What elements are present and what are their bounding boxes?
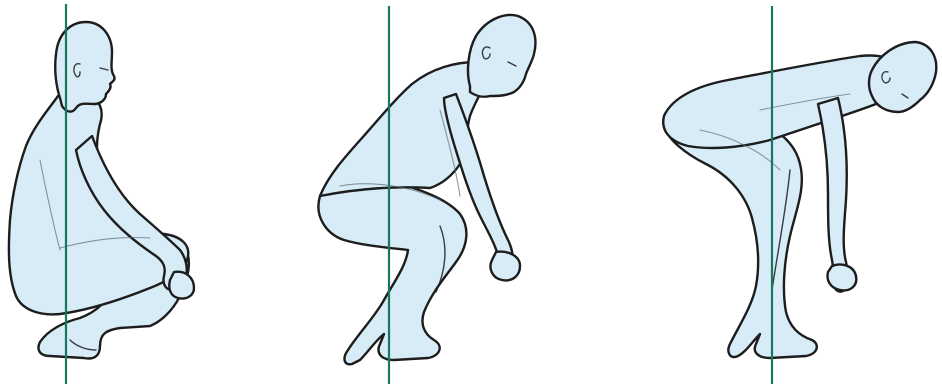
half-squat-head	[468, 15, 535, 97]
figure-deep-squat	[9, 4, 194, 384]
figure-half-squat	[318, 6, 535, 384]
half-squat-fist	[490, 252, 520, 281]
deep-squat-fist	[169, 272, 194, 299]
hip-hinge-hand	[828, 264, 857, 290]
hip-hinge-head	[869, 42, 936, 112]
half-squat-legs	[318, 179, 466, 364]
deep-squat-torso	[9, 96, 188, 314]
hip-hinge-arm	[818, 98, 848, 292]
figure-hip-hinge	[663, 6, 936, 384]
deep-squat-head	[55, 22, 114, 112]
hip-hinge-torso	[663, 56, 900, 148]
